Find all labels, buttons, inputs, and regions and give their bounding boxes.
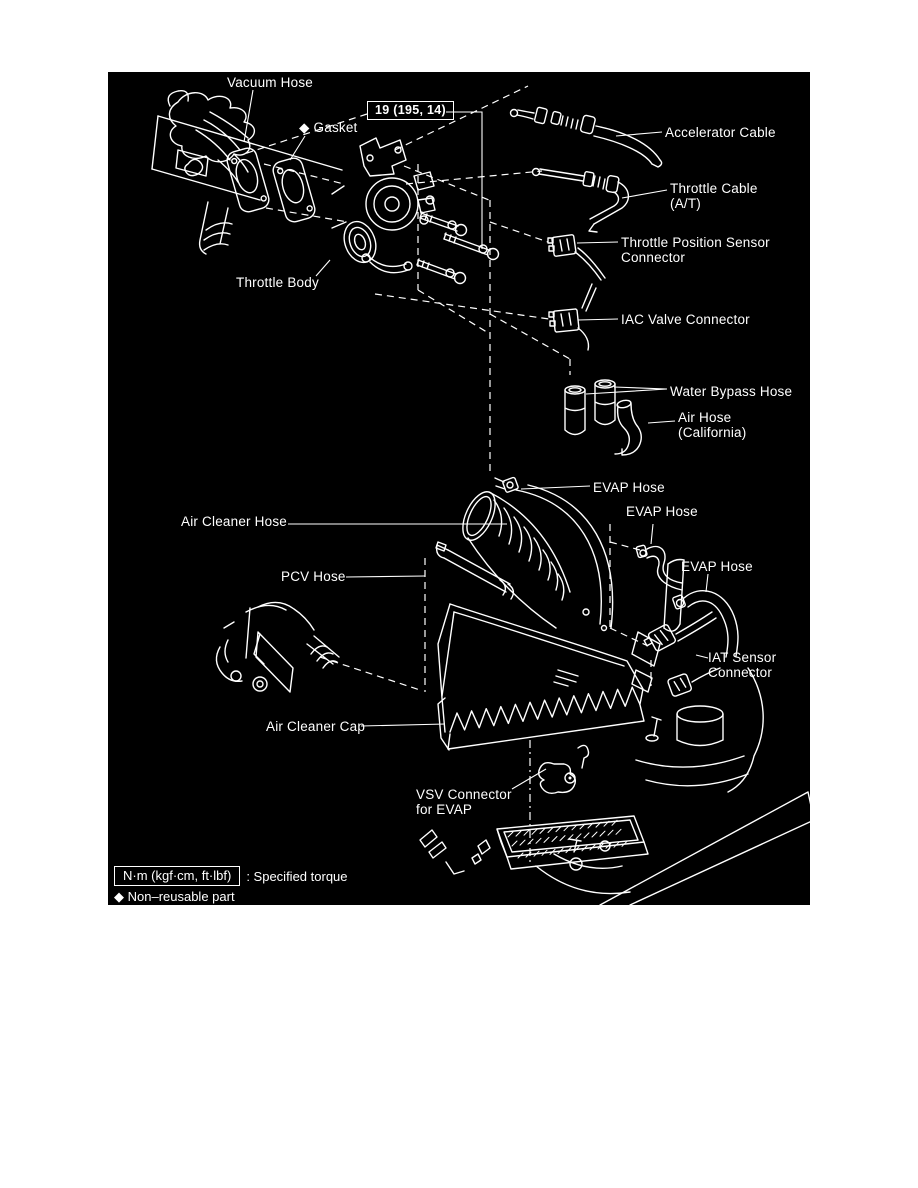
- iat-connector-art: [643, 611, 717, 652]
- accelerator-cable-art: [509, 106, 663, 168]
- throttle-body-bolts: [416, 211, 500, 285]
- label-evap-hose-1: EVAP Hose: [593, 480, 665, 495]
- manifold-flange: [226, 147, 270, 213]
- pcv-hose-art: [435, 541, 515, 600]
- label-accelerator-cable: Accelerator Cable: [665, 125, 776, 140]
- throttle-cable-art: [531, 167, 629, 233]
- label-iac-valve-connector: IAC Valve Connector: [621, 312, 750, 327]
- air-hose-art: [614, 399, 642, 456]
- label-air-cleaner-hose: Air Cleaner Hose: [181, 514, 287, 529]
- vsv-art: [537, 744, 590, 795]
- air-cleaner-hose-art: [462, 491, 571, 629]
- vacuum-hose-art: [167, 90, 255, 183]
- parts-diagram-panel: 19 (195, 14) Vacuum Hose ◆ Gasket Thrott…: [108, 72, 810, 905]
- label-vacuum-hose: Vacuum Hose: [227, 75, 313, 90]
- label-gasket: ◆ Gasket: [299, 120, 358, 135]
- label-tps-connector: Throttle Position Sensor Connector: [621, 235, 770, 266]
- air-filter-art: [419, 791, 810, 905]
- label-evap-hose-2: EVAP Hose: [626, 504, 698, 519]
- label-pcv-hose: PCV Hose: [281, 569, 346, 584]
- label-throttle-body: Throttle Body: [236, 275, 319, 290]
- iac-connector-art: [548, 283, 597, 351]
- torque-leader-line: [446, 111, 483, 249]
- legend-non-reusable: ◆ Non–reusable part: [114, 889, 235, 904]
- throttle-body-art: [331, 137, 436, 274]
- legend-torque-meaning: : Specified torque: [246, 868, 348, 884]
- label-throttle-cable: Throttle Cable (A/T): [670, 181, 758, 212]
- label-iat-sensor-connector: IAT Sensor Connector: [708, 650, 777, 681]
- tps-connector-art: [547, 234, 606, 281]
- label-air-cleaner-cap: Air Cleaner Cap: [266, 719, 366, 734]
- diagram-line-art: [151, 85, 810, 905]
- evap-hose-1-art: [494, 476, 614, 632]
- water-bypass-hoses-art: [564, 379, 616, 436]
- left-bracket-art: [215, 601, 340, 693]
- torque-spec-box: 19 (195, 14): [367, 101, 455, 120]
- label-leader-lines: [243, 89, 709, 790]
- label-evap-hose-3: EVAP Hose: [681, 559, 753, 574]
- legend-torque-symbol-box: N·m (kgf·cm, ft·lbf): [114, 866, 241, 886]
- legend: N·m (kgf·cm, ft·lbf) : Specified torque …: [114, 866, 348, 905]
- label-vsv-connector-evap: VSV Connector for EVAP: [416, 787, 512, 818]
- air-cleaner-cap-art: [437, 603, 645, 751]
- label-air-hose-california: Air Hose (California): [678, 410, 747, 441]
- label-water-bypass-hose: Water Bypass Hose: [670, 384, 793, 399]
- evap-hose-2-art: [635, 544, 683, 591]
- engine-detail-art: [631, 558, 764, 793]
- gasket-art: [272, 157, 316, 223]
